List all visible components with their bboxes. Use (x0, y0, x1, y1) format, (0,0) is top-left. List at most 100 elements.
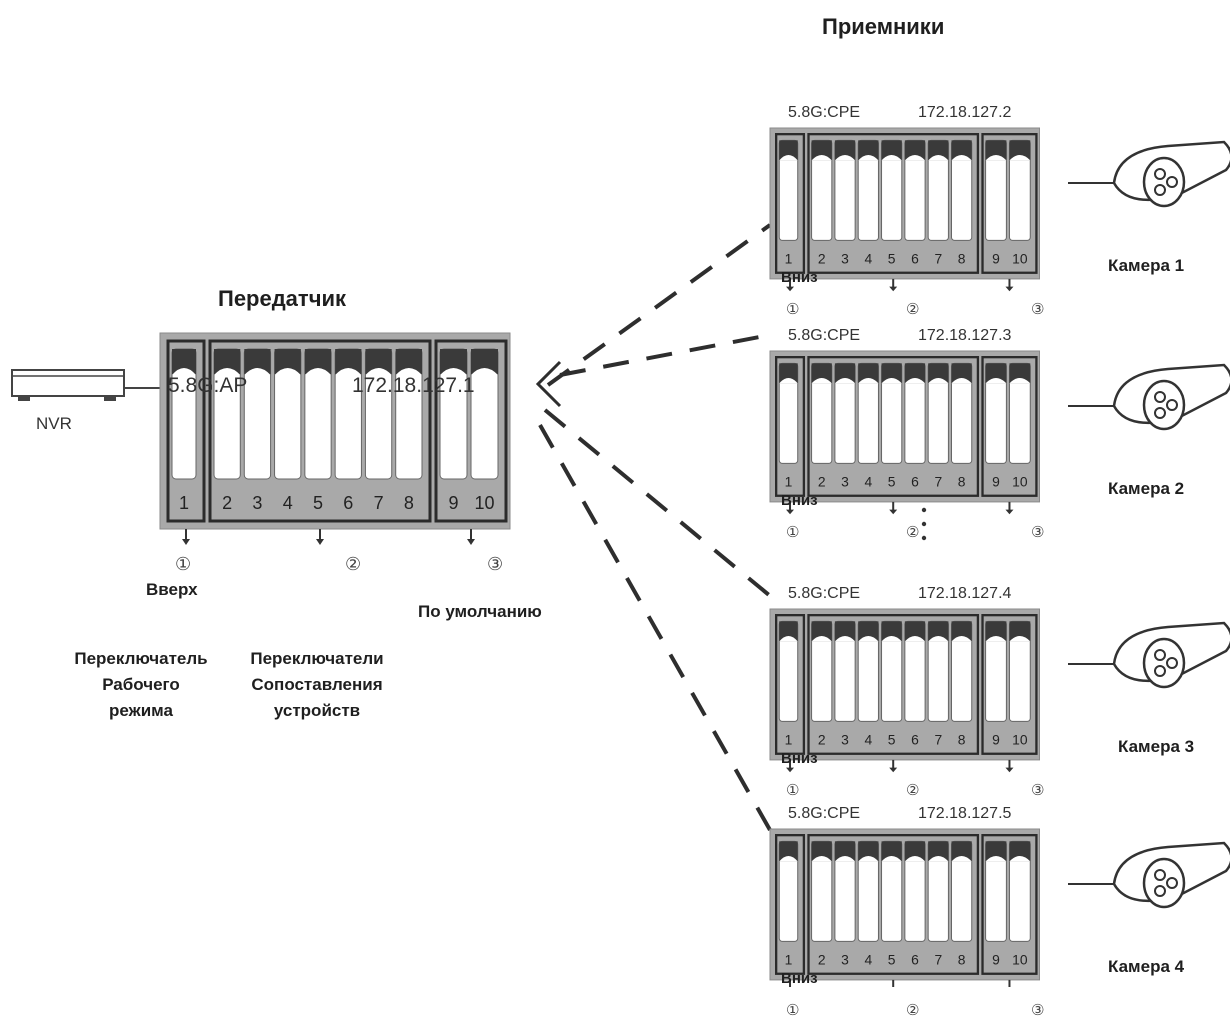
rx1-marker-3: ③ (1031, 300, 1045, 318)
rx3-switch-number: 5 (888, 732, 896, 748)
rx2-switch-number: 8 (958, 474, 966, 490)
rx3-switch-number: 3 (841, 732, 849, 748)
receiver-4-mode: 5.8G:CPE (788, 805, 861, 822)
legend-mode-switch: Переключатель Рабочего режима (74, 649, 208, 720)
rx1-marker-1: ① (786, 300, 800, 318)
tx-default-label: По умолчанию (418, 602, 542, 621)
receiver-3-position-label: Вниз (781, 750, 818, 767)
rx2-switch-number: 5 (888, 474, 896, 490)
rx3-marker-1: ① (786, 781, 800, 799)
rx2-marker-2: ② (906, 523, 920, 541)
camera-2-icon (1068, 363, 1230, 431)
receiver-4-ip: 172.18.127.5 (918, 805, 1012, 822)
rx1-switch-number: 9 (992, 251, 1000, 267)
rx4-switch-number: 9 (992, 952, 1000, 968)
tx-marker-2: ② (345, 554, 362, 575)
tx-switch-number: 3 (252, 493, 262, 513)
rx3-switch-number: 1 (785, 732, 793, 748)
rx1-switch-number: 5 (888, 251, 896, 267)
rx1-marker-2: ② (906, 300, 920, 318)
rx4-marker-2: ② (906, 1001, 920, 1019)
rx1-switch-number: 6 (911, 251, 919, 267)
rx3-switch-number: 7 (934, 732, 942, 748)
rx2-switch-number: 10 (1012, 474, 1028, 490)
tx-switch-number: 2 (222, 493, 232, 513)
receiver-3-mode: 5.8G:CPE (788, 585, 861, 602)
rx4-switch-number: 5 (888, 952, 896, 968)
tx-marker-1: ① (175, 554, 192, 575)
rx3-switch-number: 8 (958, 732, 966, 748)
rx1-switch-number: 4 (864, 251, 872, 267)
rx3-marker-2: ② (906, 781, 920, 799)
tx-marker-3: ③ (487, 554, 504, 575)
rx3-switch-number: 10 (1012, 732, 1028, 748)
rx4-switch-number: 7 (934, 952, 942, 968)
receiver-1-position-label: Вниз (781, 269, 818, 286)
receiver-4-position-label: Вниз (781, 970, 818, 987)
tx-switch-number: 7 (374, 493, 384, 513)
rx4-switch-number: 4 (864, 952, 872, 968)
rx1-switch-number: 8 (958, 251, 966, 267)
receiver-2-mode: 5.8G:CPE (788, 327, 861, 344)
tx-switch-number: 5 (313, 493, 323, 513)
receiver-1-ip: 172.18.127.2 (918, 104, 1012, 121)
rx4-switch-number: 8 (958, 952, 966, 968)
rx3-switch-number: 9 (992, 732, 1000, 748)
link-camera-1 (546, 223, 772, 387)
receiver-2-ip: 172.18.127.3 (918, 327, 1012, 344)
camera-1-label: Камера 1 (1108, 256, 1185, 275)
rx2-switch-number: 1 (785, 474, 793, 490)
camera-4-label: Камера 4 (1108, 957, 1185, 976)
rx3-switch-number: 4 (864, 732, 872, 748)
rx2-marker-1: ① (786, 523, 800, 541)
link-camera-4 (538, 424, 772, 831)
receiver-1-mode: 5.8G:CPE (788, 104, 861, 121)
rx4-marker-3: ③ (1031, 1001, 1045, 1019)
rx1-switch-number: 3 (841, 251, 849, 267)
tx-switch-number: 9 (448, 493, 458, 513)
link-camera-3 (543, 408, 777, 602)
camera-2-label: Камера 2 (1108, 479, 1185, 498)
wireless-links (538, 223, 777, 831)
receiver-3-ip: 172.18.127.4 (918, 585, 1012, 602)
transmitter-ip: 172.18.127.1 (352, 374, 475, 397)
rx1-switch-number: 2 (818, 251, 826, 267)
rx3-switch-number: 6 (911, 732, 919, 748)
rx1-switch-number: 10 (1012, 251, 1028, 267)
tx-mode-position-label: Вверх (146, 580, 198, 599)
rx1-switch-number: 1 (785, 251, 793, 267)
camera-4-icon (1068, 841, 1230, 909)
tx-switch-number: 8 (404, 493, 414, 513)
rx2-switch-number: 3 (841, 474, 849, 490)
rx2-switch-number: 2 (818, 474, 826, 490)
rx4-switch-number: 6 (911, 952, 919, 968)
receiver-2-position-label: Вниз (781, 492, 818, 509)
rx2-marker-3: ③ (1031, 523, 1045, 541)
more-receivers-dots (921, 507, 927, 541)
rx2-switch-number: 9 (992, 474, 1000, 490)
nvr-label: NVR (36, 414, 72, 433)
rx4-switch-number: 10 (1012, 952, 1028, 968)
camera-3-icon (1068, 621, 1230, 689)
rx4-switch-number: 2 (818, 952, 826, 968)
camera-1-icon (1068, 140, 1230, 208)
tx-switch-number: 1 (179, 493, 189, 513)
transmitter-title: Передатчик (218, 286, 347, 311)
arrowhead-icon (535, 360, 562, 408)
link-camera-2 (559, 333, 771, 377)
rx2-switch-number: 4 (864, 474, 872, 490)
rx2-switch-number: 7 (934, 474, 942, 490)
tx-switch-number: 4 (283, 493, 293, 513)
rx3-marker-3: ③ (1031, 781, 1045, 799)
camera-3-label: Камера 3 (1118, 737, 1195, 756)
rx2-switch-number: 6 (911, 474, 919, 490)
rx3-switch-number: 2 (818, 732, 826, 748)
tx-switch-number: 10 (474, 493, 494, 513)
